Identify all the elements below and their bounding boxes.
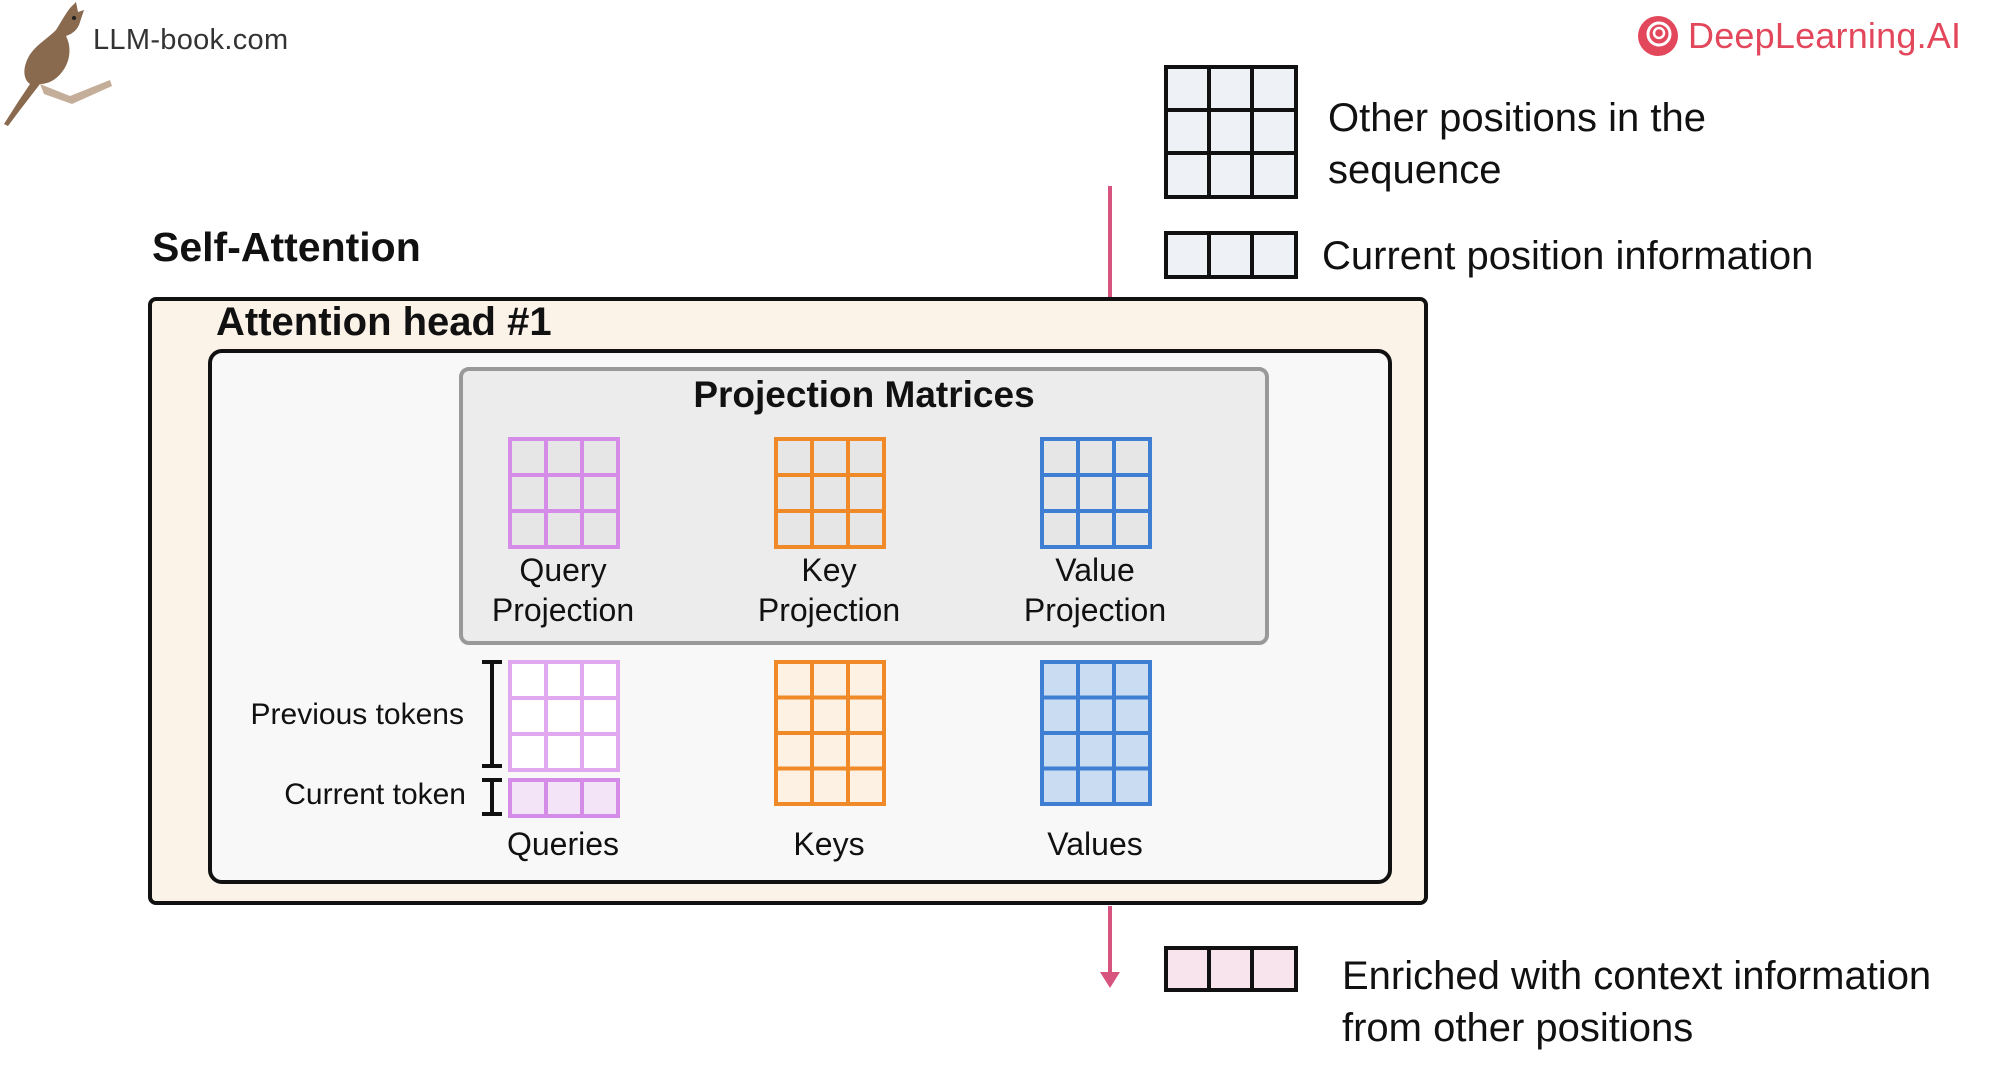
query-projection-line-2: Projection xyxy=(491,592,635,628)
enriched-label: Enriched with context information from o… xyxy=(1342,950,1931,1054)
enriched-line-1: Enriched with context information xyxy=(1342,954,1932,998)
key-projection-matrix xyxy=(774,437,886,549)
value-projection-line-1: Value xyxy=(1055,552,1135,588)
keys-matrix xyxy=(774,660,886,806)
key-projection-line-2: Projection xyxy=(757,592,901,628)
kangaroo-logo-icon xyxy=(4,2,112,126)
key-projection-label: Key Projection xyxy=(699,550,959,630)
brand-logo: DeepLearning.AI xyxy=(1636,12,1961,60)
current-token-label: Current token xyxy=(284,778,466,811)
previous-tokens-label: Previous tokens xyxy=(250,698,464,731)
queries-previous-matrix xyxy=(508,660,620,772)
previous-tokens-bracket xyxy=(482,660,502,768)
input-line xyxy=(1108,186,1112,298)
queries-label: Queries xyxy=(506,826,620,862)
other-positions-matrix-icon xyxy=(1164,65,1298,199)
attention-head-title: Attention head #1 xyxy=(216,300,552,344)
value-projection-matrix xyxy=(1040,437,1152,549)
current-token-bracket xyxy=(482,778,502,816)
output-arrow xyxy=(1100,906,1120,988)
other-positions-line-1: Other positions in the xyxy=(1328,96,1706,140)
key-projection-line-1: Key xyxy=(801,552,857,588)
enriched-row-icon xyxy=(1164,946,1298,992)
values-label: Values xyxy=(1047,826,1143,862)
value-projection-label: Value Projection xyxy=(965,550,1225,630)
brand-name: DeepLearning.AI xyxy=(1688,15,1962,56)
deeplearning-ai-logo-icon xyxy=(1638,16,1678,56)
site-name: LLM-book.com xyxy=(93,24,289,56)
values-matrix xyxy=(1040,660,1152,806)
query-projection-matrix xyxy=(508,437,620,549)
value-projection-line-2: Projection xyxy=(1023,592,1167,628)
current-position-row-icon xyxy=(1164,231,1298,279)
query-projection-line-1: Query xyxy=(519,552,607,588)
projection-matrices-title: Projection Matrices xyxy=(693,374,1035,415)
enriched-line-2: from other positions xyxy=(1342,1006,1694,1050)
queries-current-row xyxy=(508,778,620,818)
other-positions-line-2: sequence xyxy=(1328,148,1502,192)
section-title: Self-Attention xyxy=(152,224,421,270)
other-positions-label: Other positions in the sequence xyxy=(1328,92,1706,196)
keys-label: Keys xyxy=(793,826,865,862)
query-projection-label: Query Projection xyxy=(433,550,693,630)
current-position-label: Current position information xyxy=(1322,234,1814,278)
